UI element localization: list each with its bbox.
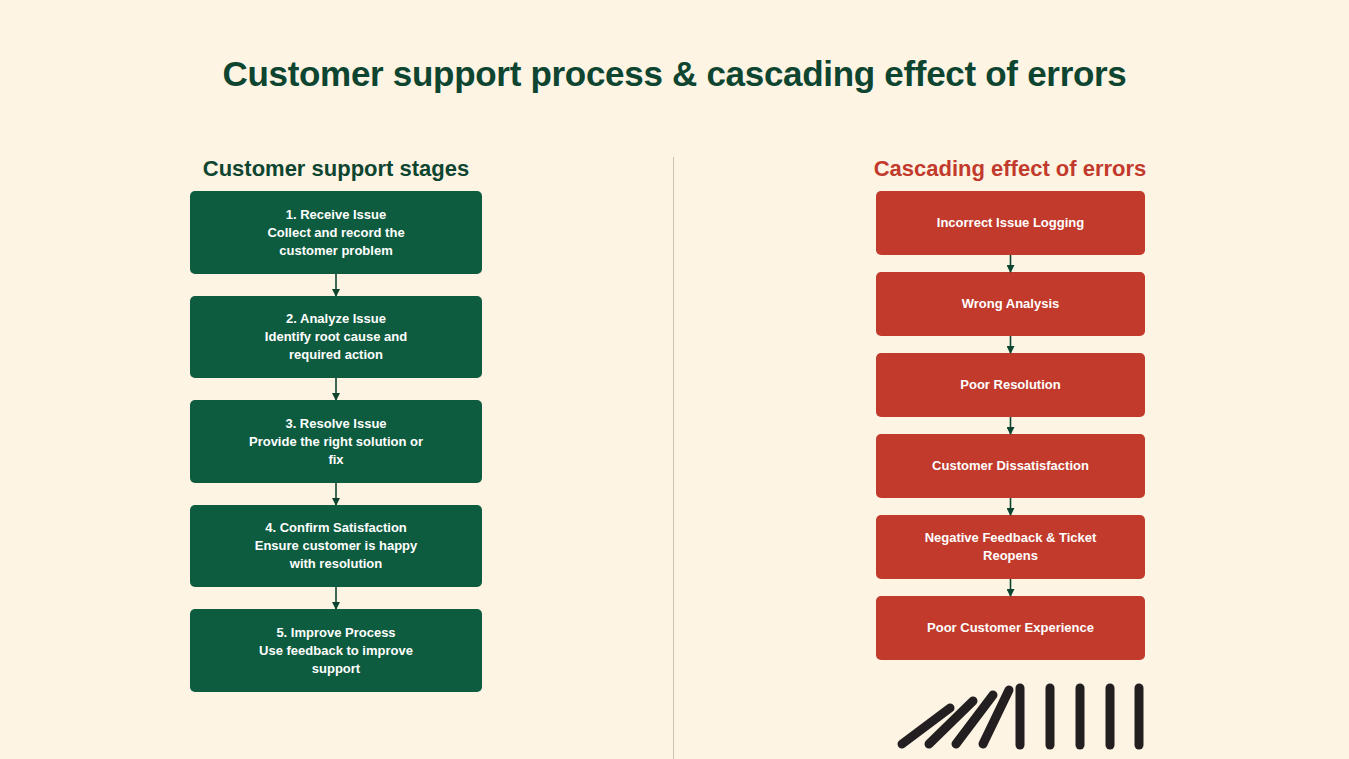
process-box: 2. Analyze IssueIdentify root cause and … [190,296,482,378]
flow-arrow [1010,579,1012,596]
box-body: Collect and record the customer problem [246,224,426,260]
error-box: Wrong Analysis [876,272,1145,336]
box-body: Use feedback to improve support [246,642,426,678]
column-heading: Cascading effect of errors [760,156,1260,182]
box-heading: Negative Feedback & Ticket Reopens [921,529,1101,565]
box-heading: Incorrect Issue Logging [937,214,1084,232]
box-body: Identify root cause and required action [246,328,426,364]
box-heading: Poor Resolution [960,376,1060,394]
domino-illustration [902,688,1139,745]
standing-domino [1046,688,1055,745]
flow-arrow [1010,255,1012,272]
standing-domino [1016,688,1025,745]
flow-arrow [335,274,337,296]
flow-arrow [1010,336,1012,353]
process-box: 4. Confirm SatisfactionEnsure customer i… [190,505,482,587]
flow-arrow [335,378,337,400]
error-box: Negative Feedback & Ticket Reopens [876,515,1145,579]
flow-arrow [1010,417,1012,434]
box-heading: 3. Resolve Issue [285,415,386,433]
standing-domino [1106,688,1115,745]
error-box: Poor Customer Experience [876,596,1145,660]
standing-domino [1076,688,1085,745]
process-box: 1. Receive IssueCollect and record the c… [190,191,482,274]
box-heading: 2. Analyze Issue [286,310,386,328]
diagram-title: Customer support process & cascading eff… [0,54,1349,94]
box-heading: 4. Confirm Satisfaction [265,519,407,537]
standing-domino [1135,688,1144,745]
fallen-domino [983,690,1009,744]
error-box: Poor Resolution [876,353,1145,417]
process-box: 5. Improve ProcessUse feedback to improv… [190,609,482,692]
box-body: Ensure customer is happy with resolution [246,537,426,573]
flow-arrow [335,587,337,609]
error-box: Incorrect Issue Logging [876,191,1145,255]
flow-arrow [335,483,337,505]
error-box: Customer Dissatisfaction [876,434,1145,498]
box-heading: Customer Dissatisfaction [932,457,1089,475]
box-heading: 1. Receive Issue [286,206,386,224]
box-heading: Poor Customer Experience [927,619,1094,637]
box-heading: 5. Improve Process [276,624,395,642]
box-body: Provide the right solution or fix [246,433,426,469]
flow-arrow [1010,498,1012,515]
box-heading: Wrong Analysis [962,295,1060,313]
column-heading: Customer support stages [86,156,586,182]
process-box: 3. Resolve IssueProvide the right soluti… [190,400,482,483]
column-divider [673,157,674,759]
